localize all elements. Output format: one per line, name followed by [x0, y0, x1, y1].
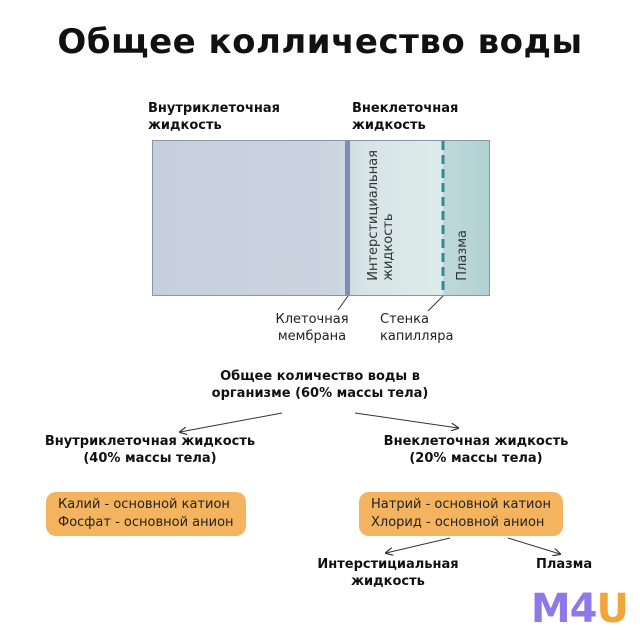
- intracellular-header: Внутриклеточная жидкость: [148, 100, 280, 134]
- capillary-wall-label-line2: капилляра: [380, 329, 454, 344]
- arrow-to-intracellular: [180, 412, 283, 432]
- tree-root-line2: организме (60% массы тела): [211, 386, 429, 401]
- cell-membrane-line: [345, 141, 350, 295]
- capillary-wall-label-line1: Стенка: [380, 312, 429, 327]
- capillary-wall-label: Стенка капилляра: [380, 311, 453, 345]
- brand-logo-accent: U: [596, 586, 630, 632]
- tree-extracellular: Внеклеточная жидкость (20% массы тела): [366, 433, 586, 467]
- tree-intracellular-line1: Внутриклеточная жидкость: [44, 434, 256, 449]
- arrow-to-plasma: [507, 537, 560, 554]
- tree-intracellular-line2: (40% массы тела): [83, 451, 217, 466]
- membrane-label: Клеточная мембрана: [262, 311, 362, 345]
- compartment-diagram: [152, 140, 490, 296]
- intracellular-header-line2: жидкость: [148, 118, 222, 133]
- tree-extracellular-line1: Внеклеточная жидкость: [383, 434, 569, 449]
- extracellular-header: Внеклеточная жидкость: [352, 100, 458, 134]
- tree-interstitial-line1: Интерстициальная: [317, 557, 459, 572]
- extracellular-header-line2: жидкость: [352, 118, 426, 133]
- intracellular-ions-box: Калий - основной катион Фосфат - основно…: [46, 492, 246, 536]
- tree-root-line1: Общее количество воды в: [220, 369, 420, 384]
- arrow-to-interstitial: [386, 537, 451, 553]
- tree-root: Общее количество воды в организме (60% м…: [170, 368, 470, 402]
- tree-intracellular: Внутриклеточная жидкость (40% массы тела…: [30, 433, 270, 467]
- plasma-region: [443, 141, 489, 295]
- brand-logo: M4U: [530, 586, 630, 632]
- membrane-label-line1: Клеточная: [275, 312, 349, 327]
- extracellular-ions-box: Натрий - основной катион Хлорид - основн…: [359, 492, 563, 536]
- page-title: Общее колличество воды: [57, 22, 583, 62]
- intracellular-ions-line1: Калий - основной катион: [58, 497, 230, 512]
- tree-plasma: Плазма: [536, 557, 593, 572]
- membrane-label-line2: мембрана: [277, 329, 347, 344]
- tree-interstitial-line2: жидкость: [351, 574, 425, 589]
- capillary-pointer-line: [427, 295, 444, 312]
- brand-logo-main: M4: [530, 586, 598, 632]
- tree-extracellular-line2: (20% массы тела): [409, 451, 543, 466]
- intracellular-header-line1: Внутриклеточная: [148, 101, 280, 116]
- extracellular-ions-line1: Натрий - основной катион: [371, 497, 551, 512]
- tree-interstitial: Интерстициальная жидкость: [300, 556, 476, 590]
- extracellular-header-line1: Внеклеточная: [352, 101, 459, 116]
- membrane-pointer-line: [337, 295, 349, 311]
- intracellular-ions-line2: Фосфат - основной анион: [58, 515, 234, 530]
- extracellular-ions-line2: Хлорид - основной анион: [371, 515, 545, 530]
- arrow-to-extracellular: [354, 412, 458, 428]
